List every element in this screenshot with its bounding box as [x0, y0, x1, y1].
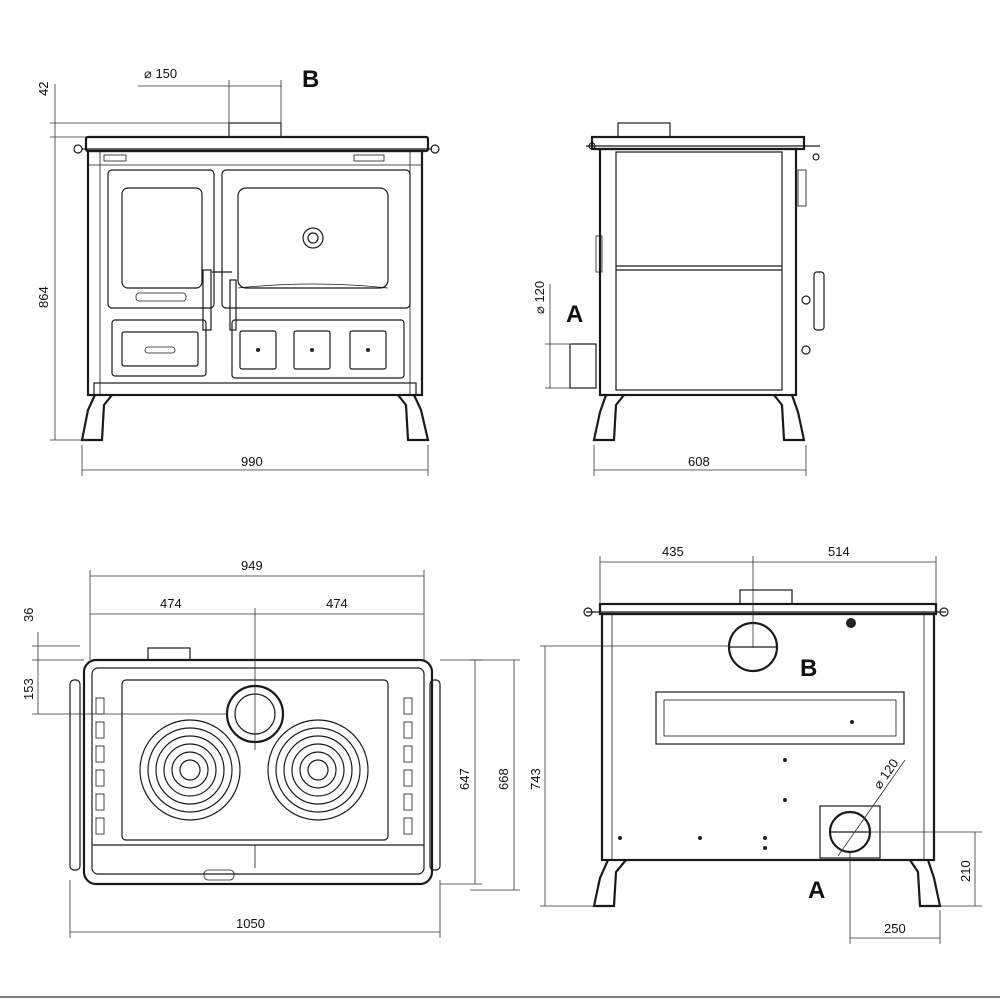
top-outer-depth-label: 668 [496, 768, 511, 790]
top-left-half-label: 474 [160, 596, 182, 611]
top-flue-stub [147, 647, 191, 661]
front-flue-letter-b: B [302, 66, 319, 93]
side-air-inlet [569, 343, 597, 389]
burner-rings-left [139, 719, 241, 821]
top-inner-width-label: 949 [241, 558, 263, 573]
top-right-half-label: 474 [326, 596, 348, 611]
rear-flue-letter-b: B [800, 655, 817, 682]
front-leg-right [397, 394, 430, 442]
front-view [50, 80, 440, 476]
side-leg-left [592, 394, 625, 442]
rear-left-offset-label: 435 [662, 544, 684, 559]
top-front-offset-label: 36 [21, 608, 36, 622]
ash-drawer [111, 319, 207, 377]
firebox-door [107, 169, 215, 309]
burner-rings-right [267, 719, 369, 821]
rear-inlet-side-offset-label: 250 [884, 921, 906, 936]
side-body [598, 147, 798, 397]
firebox-glass [121, 187, 203, 289]
front-flue-pipe [228, 122, 282, 138]
side-flue-pipe [617, 122, 671, 138]
handle-right [229, 279, 237, 331]
oven-glass [237, 187, 389, 289]
front-leg-left [80, 394, 113, 442]
rear-plate [655, 691, 905, 745]
front-flue-diameter-label: ⌀ 150 [144, 66, 177, 81]
rear-flue-stub [739, 589, 793, 605]
rear-height-label: 743 [528, 768, 543, 790]
side-inlet-diameter-label: ⌀ 120 [532, 281, 547, 314]
rail-knob-right [430, 144, 440, 154]
rear-inlet-height-label: 210 [958, 860, 973, 882]
side-depth-label: 608 [688, 454, 710, 469]
rear-view [540, 556, 982, 944]
side-leg-right [773, 394, 806, 442]
rear-inlet-diameter-label: ⌀ 120 [870, 756, 901, 792]
side-panel [615, 151, 783, 391]
side-inlet-letter-a: A [566, 301, 583, 328]
top-view [32, 570, 520, 938]
front-top-offset-label: 42 [36, 82, 51, 96]
top-inner-depth-label: 647 [457, 768, 472, 790]
side-cooktop [590, 135, 806, 151]
top-overall-width-label: 1050 [236, 916, 265, 931]
oven-door [221, 169, 411, 309]
side-handle [813, 271, 825, 331]
rail-left [69, 679, 81, 871]
rear-leg-left [592, 859, 627, 908]
front-height-label: 864 [36, 286, 51, 308]
side-view [545, 122, 825, 476]
rear-inlet-letter-a: A [808, 877, 825, 904]
top-flue-offset-label: 153 [21, 678, 36, 700]
rear-leg-right [909, 859, 942, 908]
storage-drawer [231, 319, 405, 379]
rear-right-offset-label: 514 [828, 544, 850, 559]
handle-left [202, 269, 212, 331]
rear-body [600, 612, 936, 862]
front-width-label: 990 [241, 454, 263, 469]
oven-thermometer [302, 227, 324, 249]
rail-right [429, 679, 441, 871]
rail-knob-left [73, 144, 83, 154]
top-outline [82, 658, 434, 886]
